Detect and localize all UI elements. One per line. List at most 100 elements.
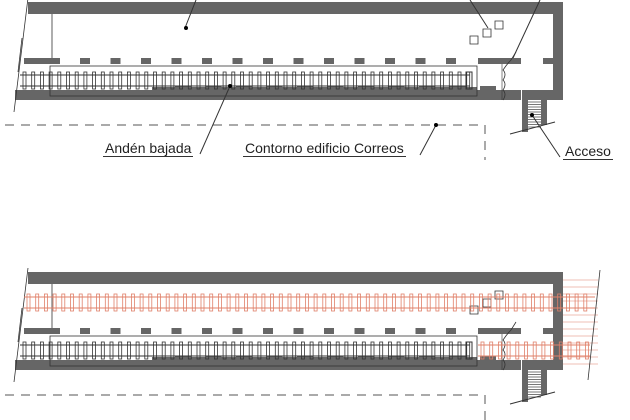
track-sleeper <box>266 341 271 360</box>
track-sleeper <box>396 341 401 360</box>
new-track-sleeper <box>174 293 179 312</box>
track-sleeper <box>309 341 314 360</box>
leader-line-acceso <box>531 114 561 158</box>
new-track-sleeper <box>70 293 74 312</box>
new-track-sleeper <box>418 293 422 312</box>
track-sleeper <box>48 341 53 360</box>
equipment-boxes-icon <box>469 290 504 315</box>
new-track-sleeper <box>148 293 153 312</box>
track-sleeper <box>370 341 375 360</box>
track-sleeper <box>153 71 157 90</box>
track-sleeper <box>422 71 427 90</box>
new-track-sleeper <box>44 293 48 312</box>
track-sleeper <box>109 71 114 90</box>
label-anden-bajada: Andén bajada <box>103 140 194 157</box>
track-sleeper <box>31 71 36 90</box>
pillar <box>354 328 365 334</box>
stair-wall <box>541 100 547 125</box>
track-sleeper <box>127 71 131 90</box>
new-track-sleeper <box>296 293 301 312</box>
new-track-extension-sleeper <box>489 341 494 360</box>
new-track-sleeper <box>478 293 483 312</box>
track-sleeper <box>335 341 340 360</box>
new-track-sleeper <box>165 293 170 312</box>
building-outline-dashed <box>5 124 486 160</box>
track-sleeper <box>231 71 236 90</box>
track-sleeper <box>127 341 131 360</box>
new-track-sleeper <box>209 293 214 312</box>
right-wall <box>553 272 563 370</box>
wall-buttress <box>480 356 496 361</box>
platform-outline <box>49 335 478 367</box>
track-sleeper <box>344 341 349 360</box>
track-sleeper <box>187 71 192 90</box>
new-track-sleeper <box>365 293 370 312</box>
pillar <box>478 328 521 334</box>
new-track-sleeper <box>270 293 275 312</box>
pillar <box>110 58 121 64</box>
new-track-sleeper <box>104 293 109 312</box>
leader-line-anden <box>199 85 231 155</box>
new-track-sleeper <box>113 293 118 312</box>
track-sleeper <box>431 341 436 360</box>
track-sleeper <box>153 341 157 360</box>
pillar <box>80 58 90 64</box>
track-sleeper <box>440 341 445 360</box>
track-sleeper <box>292 341 297 360</box>
track-sleeper <box>100 71 105 90</box>
new-track-sleeper <box>139 293 144 312</box>
new-track-sleeper <box>191 293 196 312</box>
leader-line <box>469 0 489 29</box>
track-sleeper <box>40 71 44 90</box>
new-track-sleeper <box>244 293 248 312</box>
pillar <box>293 58 304 64</box>
track-sleeper <box>240 341 244 360</box>
new-track-extension-sleeper <box>480 341 485 360</box>
track-sleeper <box>405 71 410 90</box>
track-sleeper <box>379 71 384 90</box>
track-sleeper <box>22 341 27 360</box>
leader-dot <box>434 123 438 127</box>
new-track-extension-sleeper <box>558 341 563 360</box>
new-track-sleeper <box>26 293 31 312</box>
track-sleeper <box>144 71 149 90</box>
track-sleeper <box>135 341 140 360</box>
new-track-sleeper <box>122 293 127 312</box>
pillar <box>543 58 553 64</box>
new-track-sleeper <box>383 293 388 312</box>
track-sleeper <box>440 71 445 90</box>
track-sleeper <box>274 341 279 360</box>
new-track-sleeper <box>157 293 161 312</box>
pillar <box>80 328 90 334</box>
track-sleeper <box>231 341 236 360</box>
track-sleeper <box>274 71 279 90</box>
new-track-sleeper <box>278 293 283 312</box>
track-sleeper <box>448 71 453 90</box>
pillar <box>171 328 182 334</box>
escalator-icon <box>502 321 517 371</box>
track-sleeper <box>74 341 79 360</box>
new-track-extension-sleeper <box>515 341 520 360</box>
track-sleeper <box>240 71 244 90</box>
track-sleeper <box>74 71 79 90</box>
track-sleeper <box>248 71 253 90</box>
new-track-extension-sleeper <box>541 341 546 360</box>
pillar <box>478 58 521 64</box>
track-sleeper <box>266 71 271 90</box>
pillar <box>415 328 426 334</box>
new-track-sleeper <box>217 293 222 312</box>
break-line-right <box>587 269 601 381</box>
track-sleeper <box>396 71 401 90</box>
pillar <box>202 58 212 64</box>
new-track-sleeper <box>557 293 562 312</box>
new-track-sleeper <box>183 293 188 312</box>
leader-line-contorno <box>419 124 437 156</box>
platform-outline <box>49 65 478 97</box>
track-sleeper <box>300 71 305 90</box>
track-sleeper <box>40 341 44 360</box>
new-track-sleeper <box>52 293 57 312</box>
track-sleeper <box>57 71 62 90</box>
track-sleeper <box>248 341 253 360</box>
new-track-sleeper <box>61 293 66 312</box>
top-wall <box>28 272 563 284</box>
